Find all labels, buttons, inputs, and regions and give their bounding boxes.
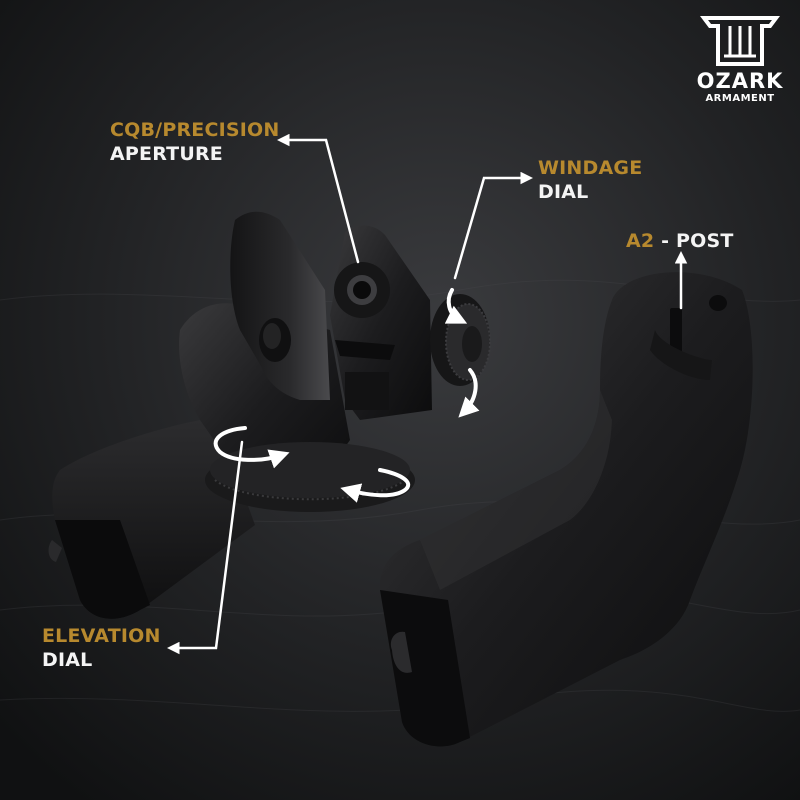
post-callout-title: A2 [626, 230, 655, 252]
aperture-leader [277, 133, 360, 264]
aperture-callout: CQB/PRECISION APERTURE [110, 118, 279, 166]
windage-knob [430, 294, 491, 386]
post-ear-hole [709, 295, 727, 311]
brand-subtitle: ARMAMENT [705, 93, 775, 104]
elevation-leader [167, 440, 244, 655]
windage-leader [453, 171, 533, 280]
post-callout-separator: - [654, 230, 677, 252]
front-sight [379, 272, 753, 747]
a2-post [670, 308, 682, 356]
brand-name: OZARK [696, 69, 784, 93]
windage-rotation-arrow [444, 288, 480, 418]
brand-logo: OZARK ARMAMENT [690, 12, 790, 112]
windage-callout-subtitle: DIAL [538, 181, 589, 203]
windage-callout-title: WINDAGE [538, 157, 643, 179]
rear-sight [48, 211, 491, 619]
aperture-callout-title: CQB/PRECISION [110, 119, 280, 141]
brand-emblem-icon [700, 16, 780, 66]
elevation-callout-subtitle: DIAL [42, 649, 93, 671]
aperture-callout-subtitle: APERTURE [110, 143, 223, 165]
windage-callout: WINDAGE DIAL [538, 156, 642, 204]
post-callout-subtitle: POST [676, 230, 734, 252]
elevation-callout: ELEVATION DIAL [42, 624, 161, 672]
elevation-rotation-arrow [213, 426, 411, 503]
post-callout: A2 - POST [626, 229, 734, 253]
elevation-callout-title: ELEVATION [42, 625, 161, 647]
